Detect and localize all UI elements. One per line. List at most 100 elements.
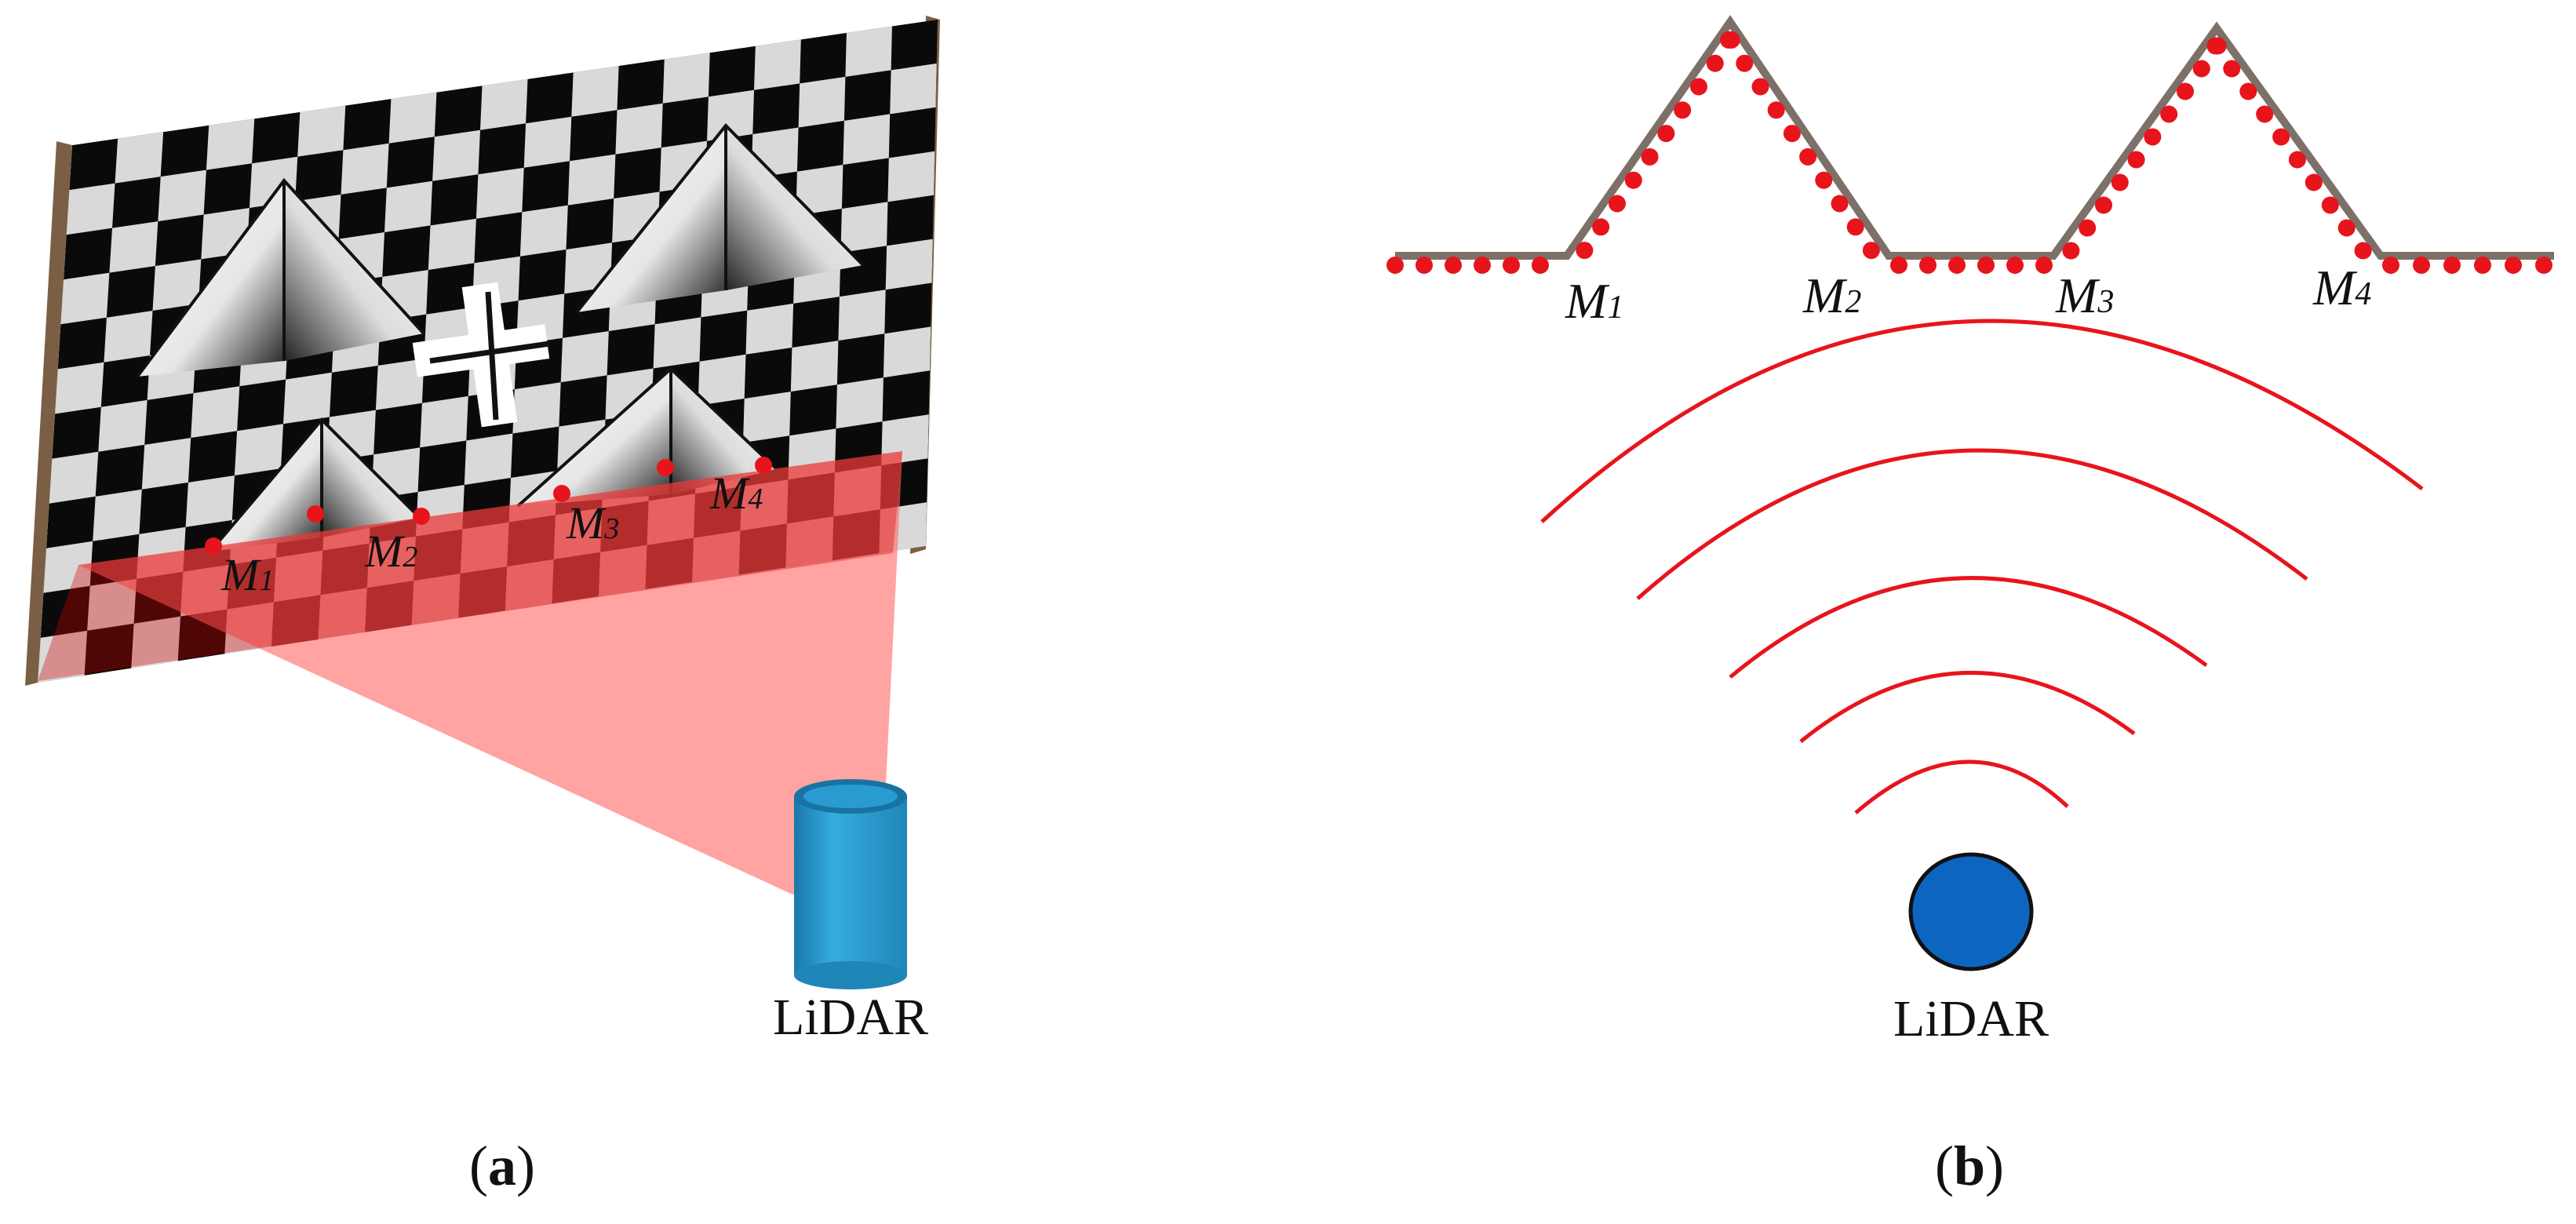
caption-b: (b) <box>1935 1135 2004 1197</box>
scan-point <box>1641 148 1659 166</box>
scan-plane-band <box>38 451 902 681</box>
checker-cell <box>87 578 137 631</box>
scan-point <box>2079 219 2097 237</box>
checker-cell <box>890 63 937 115</box>
checker-cell <box>341 143 389 195</box>
checker-cell <box>523 116 572 168</box>
board-marker-labels: M1 M2 M3 M4 <box>220 468 763 600</box>
checker-cell <box>38 630 88 683</box>
frame-post-left <box>25 141 72 686</box>
scan-point <box>1416 257 1433 274</box>
scan-point <box>2095 196 2112 214</box>
sensor-label-a: LiDAR <box>773 989 928 1046</box>
checker-cell <box>887 151 935 202</box>
checker-cell <box>743 392 791 443</box>
checker-cell <box>754 39 801 90</box>
marker-label-a-2: M2 <box>364 526 417 577</box>
scan-point <box>2127 151 2145 169</box>
board-point <box>755 457 772 474</box>
checker-cell <box>428 218 476 270</box>
board-point <box>657 459 674 476</box>
checker-cell <box>662 53 710 104</box>
scan-point <box>1720 31 1738 49</box>
checker-cell <box>131 616 180 668</box>
checker-cell <box>840 202 888 253</box>
scan-point <box>1736 54 1754 72</box>
scan-point <box>1474 257 1491 274</box>
checker-cell <box>698 354 746 406</box>
sensor-label-b: LiDAR <box>1893 990 2049 1047</box>
marker-label-a-1: M1 <box>220 549 274 600</box>
scan-point <box>2474 257 2491 274</box>
checker-cell <box>283 372 332 424</box>
scan-point <box>1576 242 1594 260</box>
checker-cell <box>838 290 886 341</box>
lidar-wave-arcs <box>1540 319 2424 814</box>
scan-point <box>1751 78 1769 96</box>
checker-cell <box>55 362 104 414</box>
marker-label-b-3: M3 <box>2055 268 2114 323</box>
checker-cell <box>571 65 619 117</box>
checker-cell <box>93 489 142 541</box>
caption-a: (a) <box>469 1135 535 1197</box>
checker-cell <box>480 78 528 130</box>
checker-cell <box>745 303 794 355</box>
board-marker-points <box>205 457 772 555</box>
scan-point <box>1919 257 1937 274</box>
checker-cell <box>519 205 568 257</box>
scan-point <box>2305 173 2323 191</box>
scan-point <box>2206 37 2224 55</box>
checker-cell <box>141 438 191 490</box>
scan-point <box>1592 218 1610 236</box>
calibration-triangles <box>136 122 865 553</box>
checker-cell <box>512 382 561 434</box>
checker-cell <box>388 92 437 144</box>
scan-points <box>1386 31 2552 274</box>
checker-cell <box>234 424 283 475</box>
scan-point <box>2288 151 2306 169</box>
scan-point <box>2382 257 2399 274</box>
checker-cell <box>158 169 206 222</box>
checker-cell <box>475 167 524 219</box>
scan-point <box>2239 82 2257 100</box>
scan-point <box>2035 257 2053 274</box>
scan-point <box>2321 196 2339 214</box>
scan-point <box>2160 105 2178 123</box>
scan-point <box>1799 148 1817 166</box>
checker-cell <box>152 259 202 311</box>
crosshair-icon <box>412 282 550 428</box>
big-triangle-right-b <box>726 126 863 290</box>
scan-point <box>1862 242 1880 260</box>
scan-point <box>1609 195 1626 213</box>
marker-label-b-2: M2 <box>1802 268 1861 323</box>
checker-cell <box>798 76 846 128</box>
scan-point <box>1846 218 1864 236</box>
checker-cell <box>115 132 164 184</box>
big-triangle-left-b <box>284 180 424 361</box>
scan-point <box>1815 171 1833 189</box>
lidar-dot-icon <box>1908 852 2034 971</box>
marker-label-a-4: M4 <box>709 468 763 519</box>
scan-point <box>2223 60 2241 78</box>
checker-cell <box>707 89 754 141</box>
wave-arc-3 <box>1729 576 2208 679</box>
checker-cell <box>653 317 701 369</box>
scan-point <box>2111 173 2129 191</box>
scan-point <box>1624 171 1642 189</box>
wave-arc-5 <box>1854 760 2069 814</box>
scan-point <box>2505 257 2522 274</box>
checker-cell <box>464 433 513 485</box>
scan-point <box>1690 78 1707 96</box>
checker-cell <box>790 341 839 392</box>
checker-cell <box>297 105 346 157</box>
checker-cell <box>420 395 468 448</box>
board-profile-line <box>1395 15 2554 260</box>
checker-cell <box>845 26 892 77</box>
scan-point <box>1783 125 1801 143</box>
checker-cell <box>560 331 609 383</box>
marker-label-b-1: M1 <box>1565 273 1623 329</box>
checker-cell <box>60 272 110 325</box>
checker-cell <box>191 386 240 438</box>
board-point <box>553 485 570 502</box>
